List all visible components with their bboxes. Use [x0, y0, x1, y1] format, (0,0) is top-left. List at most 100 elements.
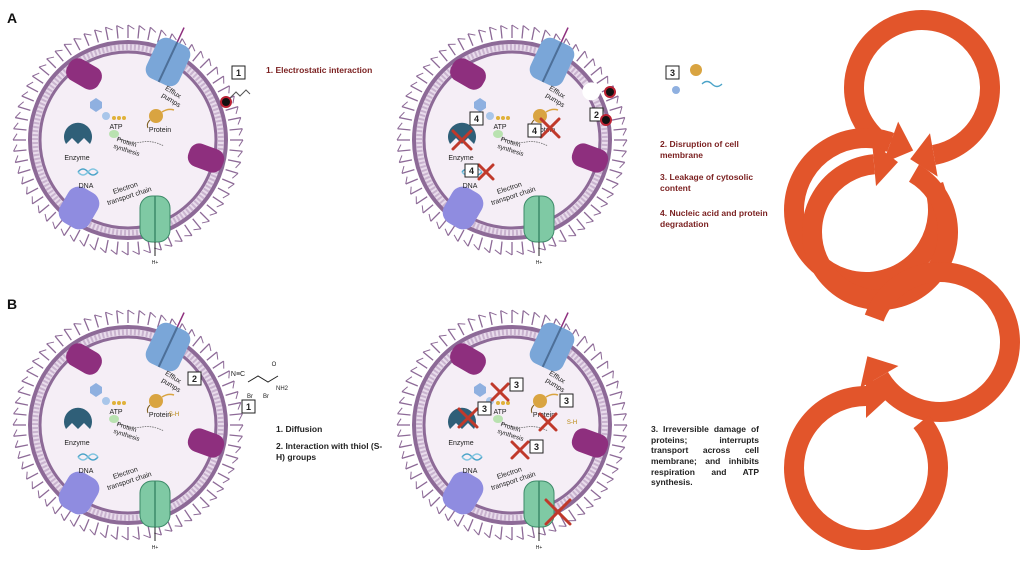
membrane-spike [583, 58, 594, 69]
membrane-spike [397, 128, 411, 131]
membrane-spike [596, 360, 608, 369]
membrane-spike-branch [181, 38, 187, 46]
membrane-spike [596, 75, 608, 84]
membrane-spike [399, 116, 413, 121]
membrane-spike-branch [577, 228, 586, 231]
membrane-spike-branch [228, 85, 230, 94]
membrane-spike [500, 526, 503, 540]
membrane-spike-branch [26, 366, 34, 372]
membrane-spike [405, 178, 419, 185]
membrane-spike-branch [600, 351, 603, 360]
inner-membrane [38, 335, 218, 515]
membrane-spike-branch [511, 309, 519, 315]
membrane-spike [397, 434, 411, 437]
number-box-frame [589, 107, 604, 122]
membrane-spike [206, 204, 218, 214]
membrane-spike-branch [548, 529, 557, 532]
circular-arrow-icon [802, 142, 958, 310]
membrane-spike-branch [69, 519, 75, 527]
number-box-frame [665, 65, 680, 80]
membrane-spike [613, 149, 627, 152]
cross-mark-icon [544, 498, 572, 526]
arrow-head [883, 121, 914, 164]
membrane-spike-branch [222, 478, 230, 484]
molecule-br1: Br [247, 394, 253, 400]
number-box-frame [559, 393, 574, 408]
membrane-spike [32, 75, 44, 84]
pump-arrow [176, 27, 185, 43]
membrane-spike-branch [606, 193, 614, 199]
membrane-spike [477, 237, 484, 251]
phosphate-dot [506, 401, 510, 405]
membrane-spike-branch [405, 376, 413, 382]
membrane-spike [430, 496, 441, 507]
atp-label: ATP [493, 124, 506, 131]
membrane-spike [156, 314, 163, 328]
membrane-spike-branch [227, 183, 235, 189]
membrane-spike-branch [527, 534, 535, 539]
membrane-spike-branch [585, 220, 594, 224]
membrane-spike-branch [12, 418, 18, 426]
membrane-spike [422, 351, 434, 361]
membrane-spike-branch [171, 33, 177, 41]
membrane-spike-branch [14, 440, 19, 448]
membrane-spike [83, 233, 90, 247]
membrane-spike [93, 314, 100, 328]
dna-strand [461, 453, 483, 461]
membrane-spike-branch [14, 111, 21, 118]
membrane-spike [199, 211, 210, 222]
membrane-spike-branch [494, 534, 502, 540]
membrane-spike-branch [453, 519, 459, 527]
proton-label: H+ [536, 260, 543, 266]
membrane-spike [611, 116, 625, 121]
membrane-spike-branch [534, 26, 541, 33]
ribosome-shape [493, 415, 503, 423]
proton-label: H+ [536, 545, 543, 551]
membrane-spike-branch [132, 250, 140, 255]
membrane-spike [26, 472, 39, 480]
membrane-spike-branch [54, 334, 63, 337]
membrane-protein-lavender [442, 186, 484, 230]
a1-step-box-1: 1 [231, 65, 246, 80]
membrane-spike [46, 211, 57, 222]
membrane-spike-branch [13, 429, 18, 437]
membrane-spike-branch [32, 357, 40, 362]
membrane-spike [609, 390, 623, 397]
membrane-spike-branch [483, 532, 490, 539]
b-step-3-text: 3. Irreversible damage of proteins; inte… [651, 424, 759, 488]
membrane-spike-branch [401, 101, 408, 107]
membrane-spike-branch [600, 488, 608, 493]
enzyme-icon [64, 122, 92, 144]
number-box-label: 1 [246, 402, 251, 412]
membrane-spike-branch [436, 221, 440, 230]
membrane-spike [422, 489, 434, 499]
membrane-spike-branch [232, 380, 235, 389]
membrane-spike-branch [26, 471, 28, 480]
mrna-strand [117, 422, 165, 432]
membrane-spike-branch [26, 186, 28, 195]
membrane-spike-branch [235, 447, 242, 454]
membrane-spike [521, 25, 524, 39]
membrane-spike [397, 149, 411, 152]
membrane-spike-branch [21, 376, 29, 382]
proton-label: H+ [152, 260, 159, 266]
molecule-o: O [272, 362, 277, 368]
cross-stroke [490, 382, 510, 402]
protein-tail [146, 404, 151, 414]
membrane-spike [63, 44, 72, 56]
enzyme-icon [64, 407, 92, 429]
membrane-spike-branch [26, 81, 34, 87]
membrane-spike-branch [410, 471, 412, 480]
membrane-spike-branch [110, 534, 118, 540]
enzyme-label: Enzyme [64, 440, 89, 447]
membrane-spike-branch [577, 513, 586, 516]
membrane-spike [54, 335, 64, 347]
membrane-spike-branch [38, 64, 47, 68]
membrane-spike [576, 218, 586, 230]
membrane-spike-branch [555, 33, 561, 41]
membrane-spike-branch [398, 396, 405, 403]
membrane-spike-branch [489, 26, 497, 31]
membrane-spike-branch [105, 26, 113, 31]
membrane-spike [422, 204, 434, 214]
membrane-spike [467, 233, 474, 247]
